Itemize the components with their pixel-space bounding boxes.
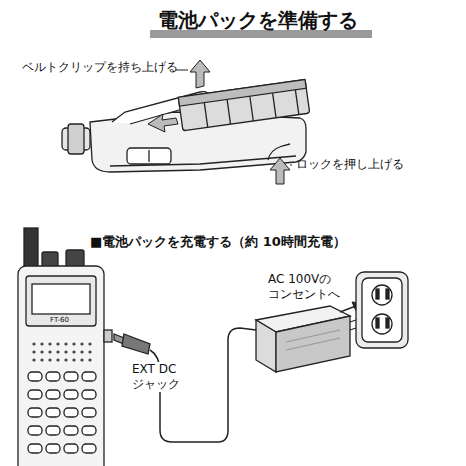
model-name: FT-60 [50, 316, 69, 325]
motion-arrows [148, 60, 290, 184]
instruction-label: ロックを押し上げる [296, 157, 404, 172]
ac-adapter [256, 306, 362, 372]
outlet-label: AC 100Vの コンセントへ [268, 272, 348, 302]
jack-label: EXT DC ジャック [132, 362, 188, 392]
section-heading: ■電池パックを充電する（約 10時間充電） [90, 234, 346, 250]
page-title: 電池パックを準備する [158, 8, 358, 33]
radio-side-view [62, 79, 310, 172]
leader-line [290, 165, 292, 166]
wall-outlet [356, 272, 408, 348]
radio-front-view [18, 228, 112, 466]
dc-cable [114, 328, 256, 442]
instruction-label: ベルトクリップを持ち上げる [22, 60, 178, 75]
